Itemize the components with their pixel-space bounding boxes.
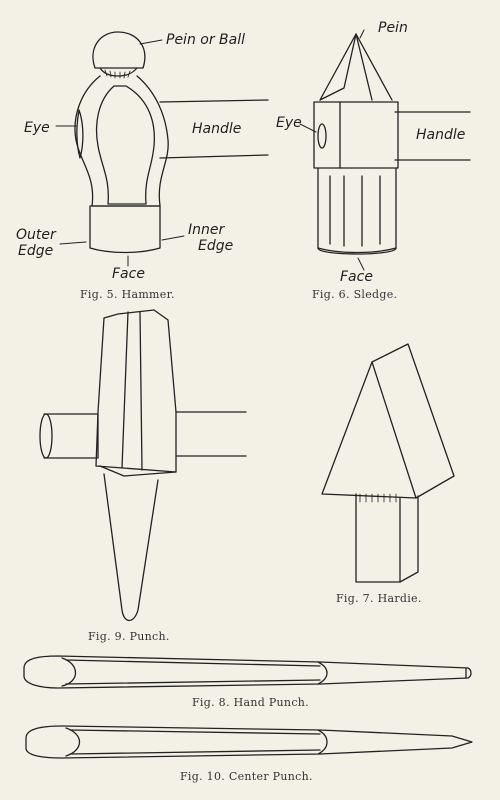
center-punch-drawing bbox=[25, 725, 473, 759]
hammer-face-label: Face bbox=[112, 266, 145, 282]
fig-10-caption: Fig. 10. Center Punch. bbox=[180, 770, 313, 783]
punch-drawing bbox=[39, 309, 247, 622]
hammer-eye-label: Eye bbox=[24, 120, 50, 136]
hammer-pein-or-ball-label: Pein or Ball bbox=[166, 32, 246, 48]
sledge-eye-label: Eye bbox=[276, 115, 302, 131]
fig-5-caption: Fig. 5. Hammer. bbox=[80, 288, 175, 301]
hardie-drawing bbox=[321, 343, 455, 583]
hammer-drawing bbox=[74, 31, 269, 254]
hammer-handle-label: Handle bbox=[192, 121, 242, 137]
sledge-drawing bbox=[313, 33, 471, 255]
fig-9-caption: Fig. 9. Punch. bbox=[88, 630, 170, 643]
fig-7-caption: Fig. 7. Hardie. bbox=[336, 592, 422, 605]
label-arrows bbox=[55, 29, 365, 271]
sledge-pein-label: Pein bbox=[378, 20, 408, 36]
hammer-outer-label: Outer bbox=[16, 227, 56, 243]
hammer-outer-edge-label: Edge bbox=[18, 243, 54, 259]
hammer-inner-label: Inner bbox=[188, 222, 225, 238]
hand-punch-drawing bbox=[23, 655, 472, 689]
fig-6-caption: Fig. 6. Sledge. bbox=[312, 288, 398, 301]
hammer-inner-edge-label: Edge bbox=[198, 238, 234, 254]
sledge-face-label: Face bbox=[340, 269, 373, 285]
fig-8-caption: Fig. 8. Hand Punch. bbox=[192, 696, 309, 709]
sledge-handle-label: Handle bbox=[416, 127, 466, 143]
